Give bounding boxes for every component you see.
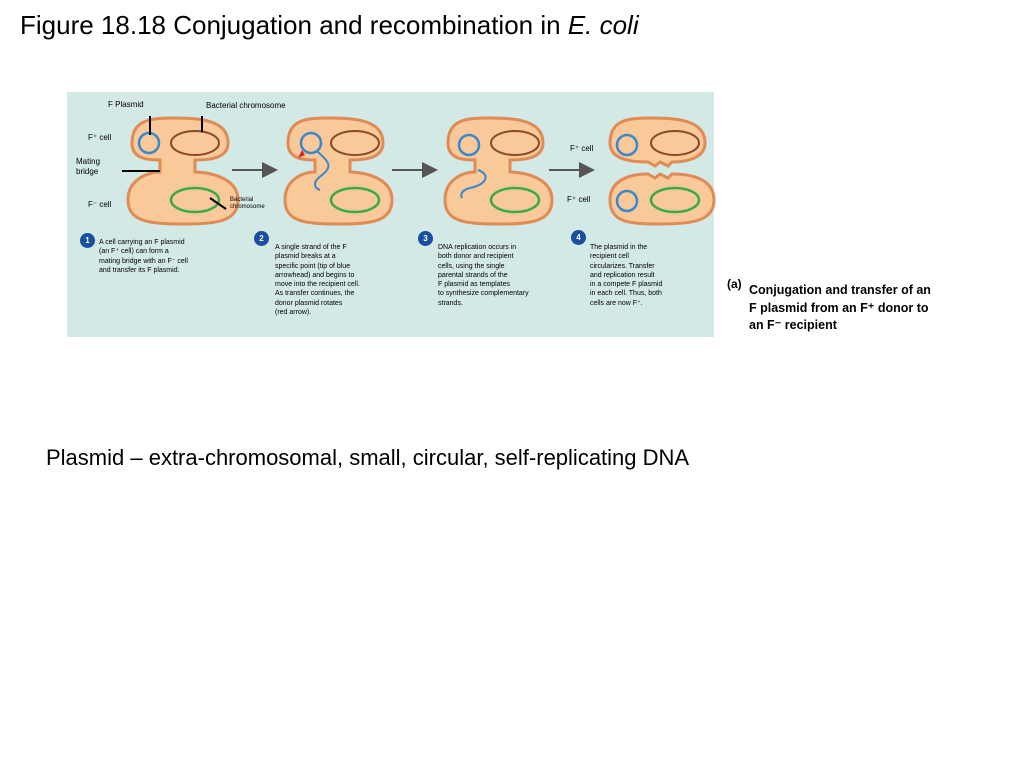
f-plasmid-2-icon (299, 131, 323, 155)
cell-pair-3-body (443, 116, 554, 226)
label-f-plus-cell-top: F⁺ cell (570, 144, 594, 153)
step-text-2: A single strand of the F plasmid breaks … (275, 244, 360, 317)
label-mating-bridge: Mating bridge (76, 157, 101, 176)
label-f-plus-cell-bottom: F⁺ cell (567, 195, 591, 204)
title-species: E. coli (567, 10, 639, 40)
chromosome-bottom-icon (169, 186, 221, 214)
slide-title: Figure 18.18 Conjugation and recombinati… (20, 10, 639, 41)
plasmid-definition: Plasmid – extra-chromosomal, small, circ… (46, 445, 690, 470)
f-plasmid-3-icon (457, 133, 481, 157)
cell-pair-3 (443, 116, 554, 226)
cell-pair-2-body (283, 116, 394, 226)
chromosome-bottom-2-icon (329, 186, 381, 214)
caption-tag: (a) (727, 277, 742, 291)
chromosome-top-4-icon (650, 130, 700, 156)
cell-pair-1 (122, 116, 240, 226)
label-f-plus-cell: F⁺ cell (88, 133, 112, 142)
cell-pair-4-bottom (608, 172, 716, 226)
step-badge-4: 4 (571, 230, 586, 245)
chromosome-top-icon (170, 130, 220, 156)
label-bacterial-chromosome-small: Bacterial chromosome (230, 197, 265, 210)
transfer-strand-3 (460, 169, 487, 199)
title-text: Figure 18.18 Conjugation and recombinati… (20, 10, 568, 40)
f-plasmid-4-bottom-icon (615, 189, 639, 213)
step-badge-2: 2 (254, 231, 269, 246)
chromosome-bottom-3-icon (489, 186, 541, 214)
step-text-3: DNA replication occurs in both donor and… (438, 244, 529, 307)
caption-text: Conjugation and transfer of an F plasmid… (749, 283, 931, 332)
label-f-minus-cell: F⁻ cell (88, 200, 112, 209)
transfer-strand-2 (314, 149, 330, 191)
cell-pair-4 (608, 116, 716, 226)
chromosome-bottom-4-icon (649, 186, 701, 214)
chromosome-top-2-icon (330, 130, 380, 156)
rotation-red-arrow (298, 150, 305, 158)
label-bacterial-chromosome: Bacterial chromosome (206, 101, 286, 110)
cell-pair-2 (283, 116, 394, 226)
step-badge-3: 3 (418, 231, 433, 246)
label-f-plasmid: F Plasmid (108, 100, 144, 109)
f-plasmid-4-top-icon (615, 133, 639, 157)
cell-pair-4-body (608, 116, 707, 168)
chromosome-top-3-icon (490, 130, 540, 156)
step-text-4: The plasmid in the recipient cell circul… (590, 244, 663, 307)
step-badge-1: 1 (80, 233, 95, 248)
step-text-1: A cell carrying an F plasmid (an F⁺ cell… (99, 239, 188, 274)
